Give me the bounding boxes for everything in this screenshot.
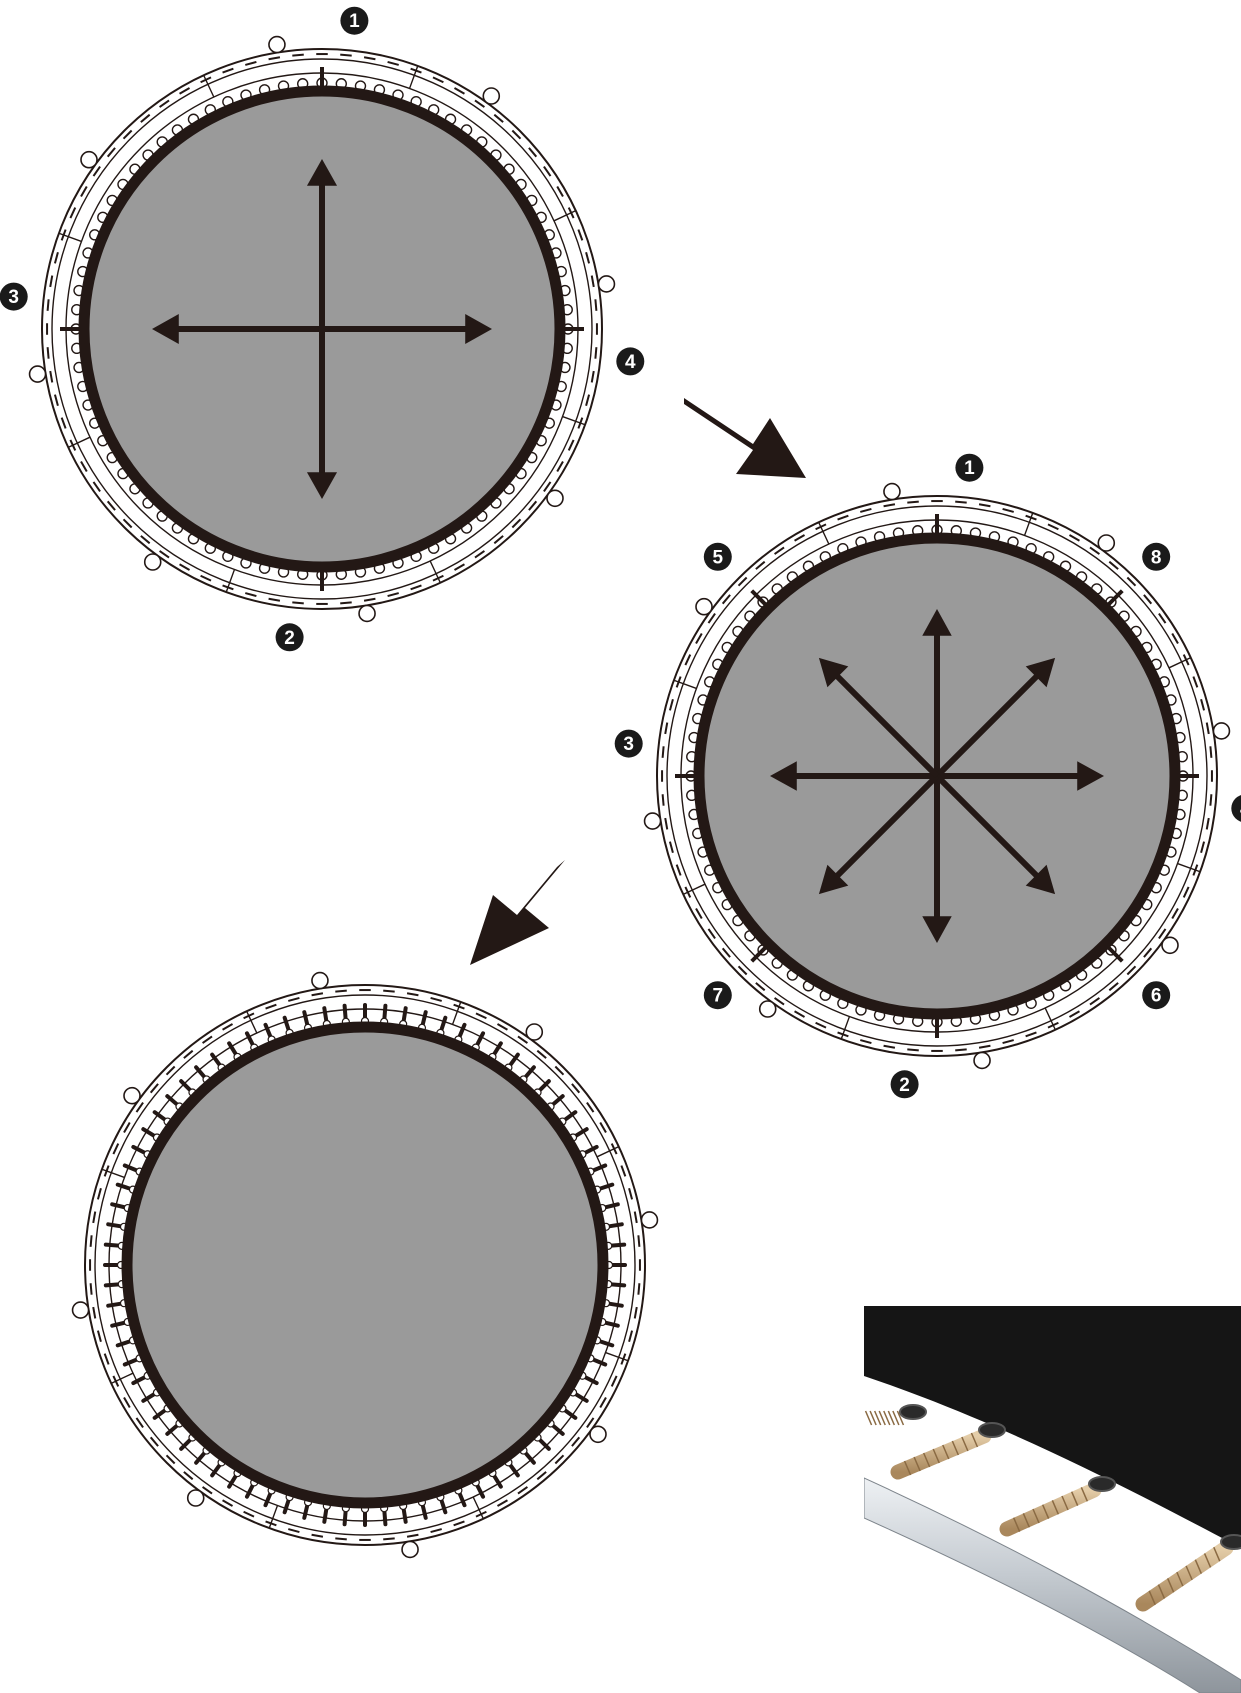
leg-socket-loop xyxy=(359,605,375,621)
frame-hole xyxy=(595,299,596,310)
flow-arrow-step-2-to-step-3 xyxy=(470,860,565,965)
leg-socket-loop xyxy=(760,1001,776,1017)
leg-socket-loop xyxy=(73,1302,89,1318)
frame-hole xyxy=(91,1283,92,1294)
marker-number: 1 xyxy=(964,458,975,479)
order-marker-3: 3 xyxy=(615,730,643,758)
leg-socket-loop xyxy=(81,152,97,168)
frame-hole xyxy=(1210,746,1211,757)
frame-hole xyxy=(638,1235,639,1246)
frame-hole xyxy=(383,991,394,992)
spring-detail-photo xyxy=(864,1306,1241,1693)
leg-socket-loop xyxy=(483,88,499,104)
step-2-trampoline: 1 2 3 4 5 6 7 8 xyxy=(615,454,1241,1099)
leg-socket-loop xyxy=(884,484,900,500)
frame-hole xyxy=(1210,794,1211,805)
order-marker-2: 2 xyxy=(891,1070,919,1098)
marker-number: 7 xyxy=(713,986,724,1007)
frame-hole xyxy=(907,1049,918,1050)
order-marker-5: 5 xyxy=(704,543,732,571)
marker-number: 8 xyxy=(1151,547,1162,568)
leg-socket-loop xyxy=(312,973,328,989)
frame-hole xyxy=(955,502,966,503)
marker-number: 2 xyxy=(284,628,295,649)
marker-number: 1 xyxy=(349,11,360,32)
leg-socket-loop xyxy=(696,599,712,615)
photo-v-ring xyxy=(1089,1477,1115,1491)
leg-socket-loop xyxy=(188,1490,204,1506)
leg-socket-loop xyxy=(590,1426,606,1442)
order-marker-6: 6 xyxy=(1142,981,1170,1009)
order-marker-3: 3 xyxy=(0,283,28,311)
frame-hole xyxy=(91,1235,92,1246)
frame-hole xyxy=(335,991,346,992)
frame-hole xyxy=(955,1049,966,1050)
frame-hole xyxy=(48,299,49,310)
order-marker-2: 2 xyxy=(276,623,304,651)
leg-socket-loop xyxy=(269,37,285,53)
leg-socket-loop xyxy=(145,554,161,570)
leg-socket-loop xyxy=(645,813,661,829)
marker-number: 5 xyxy=(713,547,724,568)
photo-v-ring xyxy=(1221,1535,1241,1549)
marker-number: 6 xyxy=(1151,986,1162,1007)
step-3-trampoline xyxy=(73,973,658,1558)
order-marker-1: 1 xyxy=(955,454,983,482)
leg-socket-loop xyxy=(547,490,563,506)
frame-hole xyxy=(340,55,351,56)
order-marker-7: 7 xyxy=(704,981,732,1009)
frame-hole xyxy=(595,347,596,358)
leg-socket-loop xyxy=(598,276,614,292)
leg-socket-loop xyxy=(1098,535,1114,551)
frame-hole xyxy=(663,746,664,757)
order-marker-4: 4 xyxy=(616,347,644,375)
marker-number: 2 xyxy=(899,1075,910,1096)
frame-hole xyxy=(292,55,303,56)
frame-hole xyxy=(383,1538,394,1539)
order-marker-1: 1 xyxy=(340,7,368,35)
photo-v-ring xyxy=(979,1423,1005,1437)
step-1-trampoline: 1 2 3 4 xyxy=(0,7,644,652)
marker-number: 3 xyxy=(8,287,19,308)
leg-socket-loop xyxy=(1213,723,1229,739)
marker-number: 3 xyxy=(623,734,634,755)
frame-hole xyxy=(292,602,303,603)
leg-socket-loop xyxy=(402,1541,418,1557)
leg-socket-loop xyxy=(1162,937,1178,953)
leg-socket-loop xyxy=(30,366,46,382)
jumping-mat xyxy=(127,1027,603,1503)
order-marker-8: 8 xyxy=(1142,543,1170,571)
frame-hole xyxy=(340,602,351,603)
order-marker-4: 4 xyxy=(1231,794,1241,822)
leg-socket-loop xyxy=(974,1052,990,1068)
frame-hole xyxy=(638,1283,639,1294)
frame-hole xyxy=(48,347,49,358)
leg-socket-loop xyxy=(526,1024,542,1040)
frame-hole xyxy=(335,1538,346,1539)
photo-v-ring xyxy=(900,1405,926,1419)
frame-hole xyxy=(907,502,918,503)
marker-number: 4 xyxy=(625,352,636,373)
leg-socket-loop xyxy=(641,1212,657,1228)
leg-socket-loop xyxy=(124,1088,140,1104)
flow-arrow-step-1-to-step-2 xyxy=(684,398,806,478)
frame-hole xyxy=(663,794,664,805)
